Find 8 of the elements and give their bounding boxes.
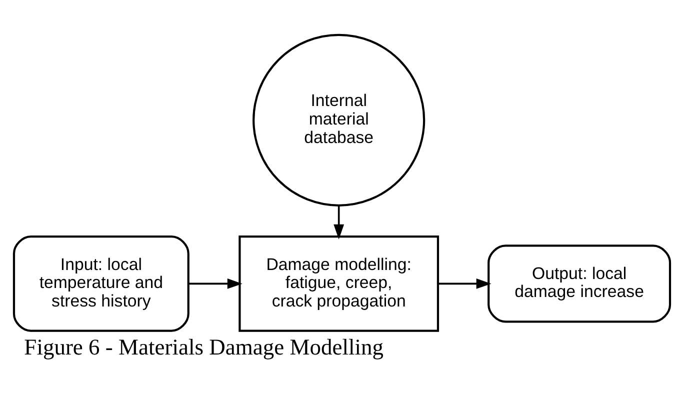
node-box: Damage modelling: fatigue, creep, crack propagation xyxy=(238,236,440,332)
arrow xyxy=(438,278,492,289)
node-box: Output: local damage increase xyxy=(488,244,672,323)
arrow xyxy=(188,278,242,289)
arrow xyxy=(334,206,344,240)
node-box: Input: local temperature and stress history xyxy=(12,236,190,332)
caption: Figure 6 - Materials Damage Modelling xyxy=(24,334,384,360)
node-circle: Internal material database xyxy=(252,34,426,206)
